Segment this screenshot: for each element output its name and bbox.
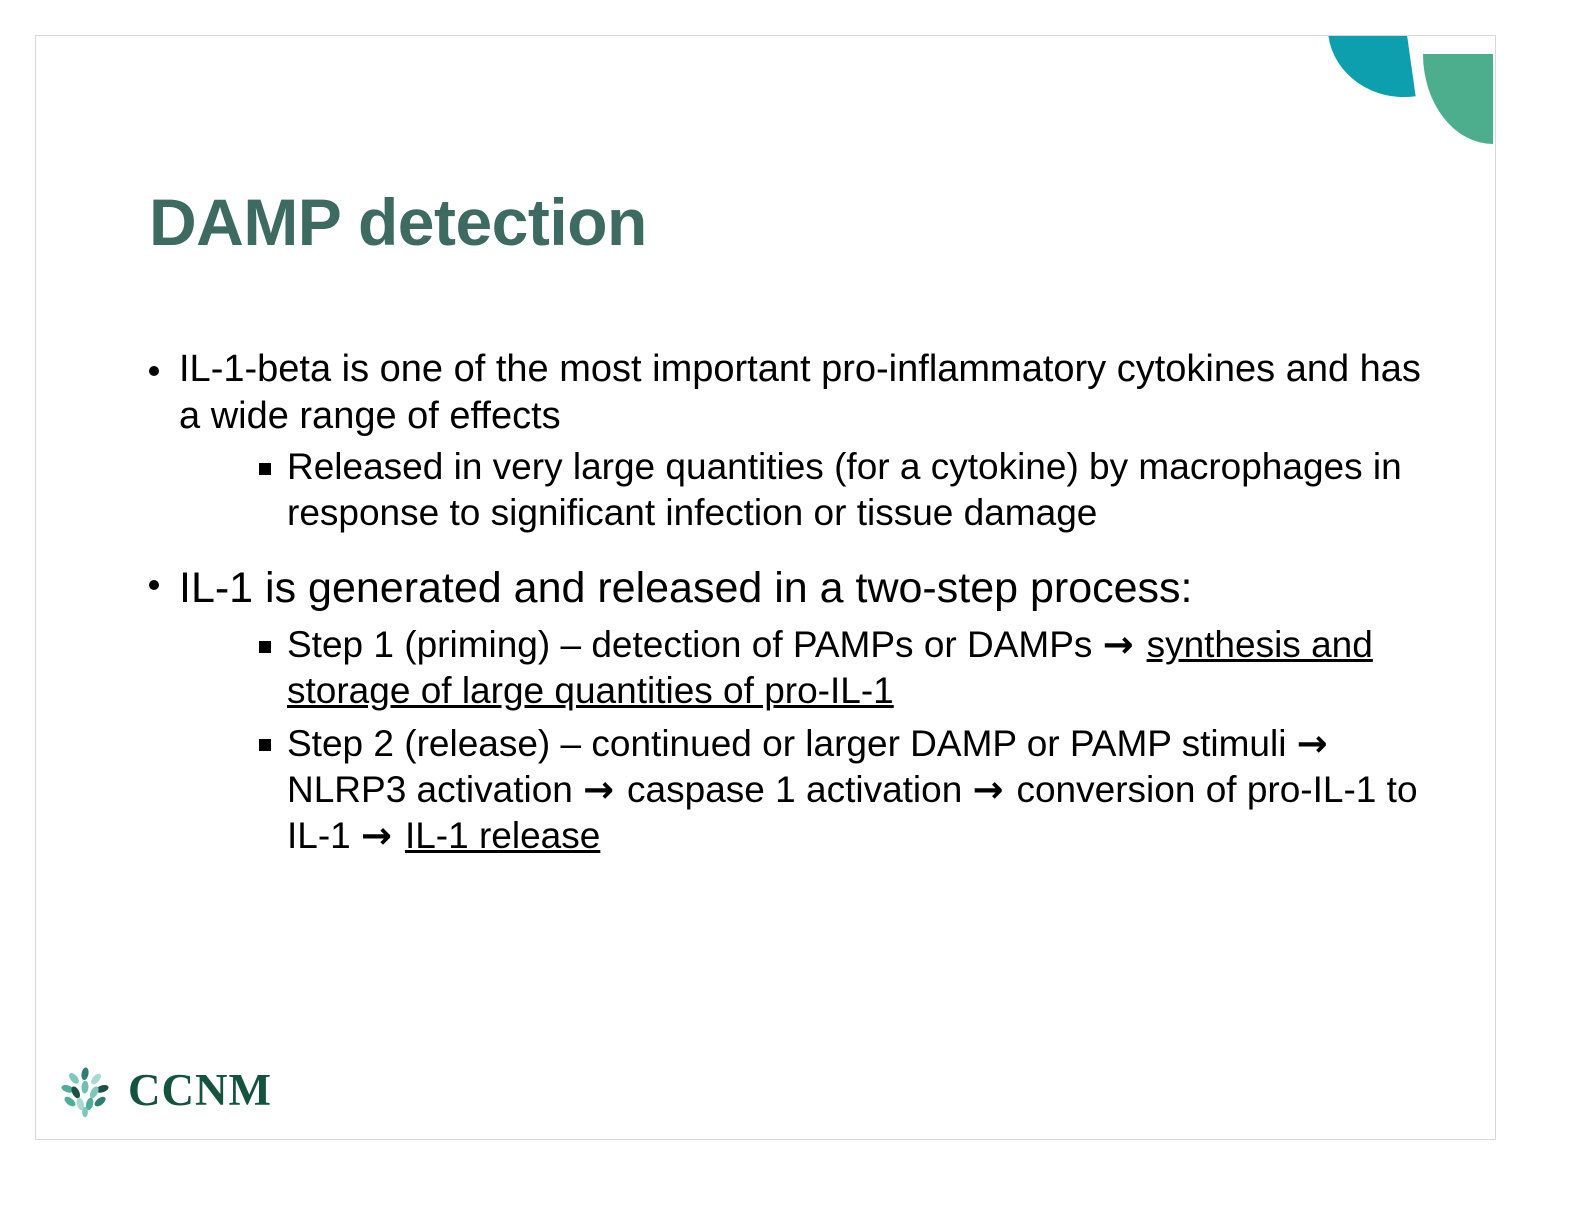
- green-petal-shape-icon: [1423, 54, 1493, 144]
- bullet-square-icon: [259, 462, 271, 475]
- ccnm-leaf-mandala-icon: [61, 1067, 109, 1118]
- presentation-slide: DAMP detection IL-1-beta is one of the m…: [35, 35, 1496, 1140]
- sub-bullet-item-step-2-text: Step 2 (release) – continued or larger D…: [287, 721, 1418, 858]
- slide-body: IL-1-beta is one of the most important p…: [141, 346, 1431, 865]
- ccnm-logo: CCNM: [56, 1061, 272, 1119]
- sub-bullet-item-1a: Released in very large quantities (for a…: [255, 444, 1431, 537]
- bullet-list-level1: IL-1-beta is one of the most important p…: [141, 346, 1431, 859]
- bullet-square-icon: [259, 739, 271, 752]
- sub-bullet-item-step-2: Step 2 (release) – continued or larger D…: [255, 721, 1431, 860]
- bullet-dot-icon: [149, 580, 159, 591]
- bullet-list-level2-a: Released in very large quantities (for a…: [179, 444, 1431, 537]
- corner-decoration: [1315, 36, 1495, 156]
- bullet-list-level2-b: Step 1 (priming) – detection of PAMPs or…: [179, 622, 1431, 859]
- sub-bullet-item-step-1-text: Step 1 (priming) – detection of PAMPs or…: [287, 623, 1373, 712]
- bullet-item-1-text: IL-1-beta is one of the most important p…: [179, 348, 1421, 438]
- sub-bullet-item-step-1: Step 1 (priming) – detection of PAMPs or…: [255, 622, 1431, 715]
- bullet-item-2-text: IL-1 is generated and released in a two-…: [179, 563, 1193, 612]
- bullet-item-1: IL-1-beta is one of the most important p…: [141, 346, 1431, 537]
- bullet-dot-icon: [149, 365, 159, 376]
- slide-title: DAMP detection: [149, 185, 647, 259]
- bullet-square-icon: [259, 640, 271, 653]
- sub-bullet-item-1a-text: Released in very large quantities (for a…: [287, 446, 1402, 534]
- bullet-item-2: IL-1 is generated and released in a two-…: [141, 559, 1431, 860]
- teal-petal-shape-icon: [1328, 36, 1416, 108]
- ccnm-wordmark: CCNM: [128, 1064, 272, 1115]
